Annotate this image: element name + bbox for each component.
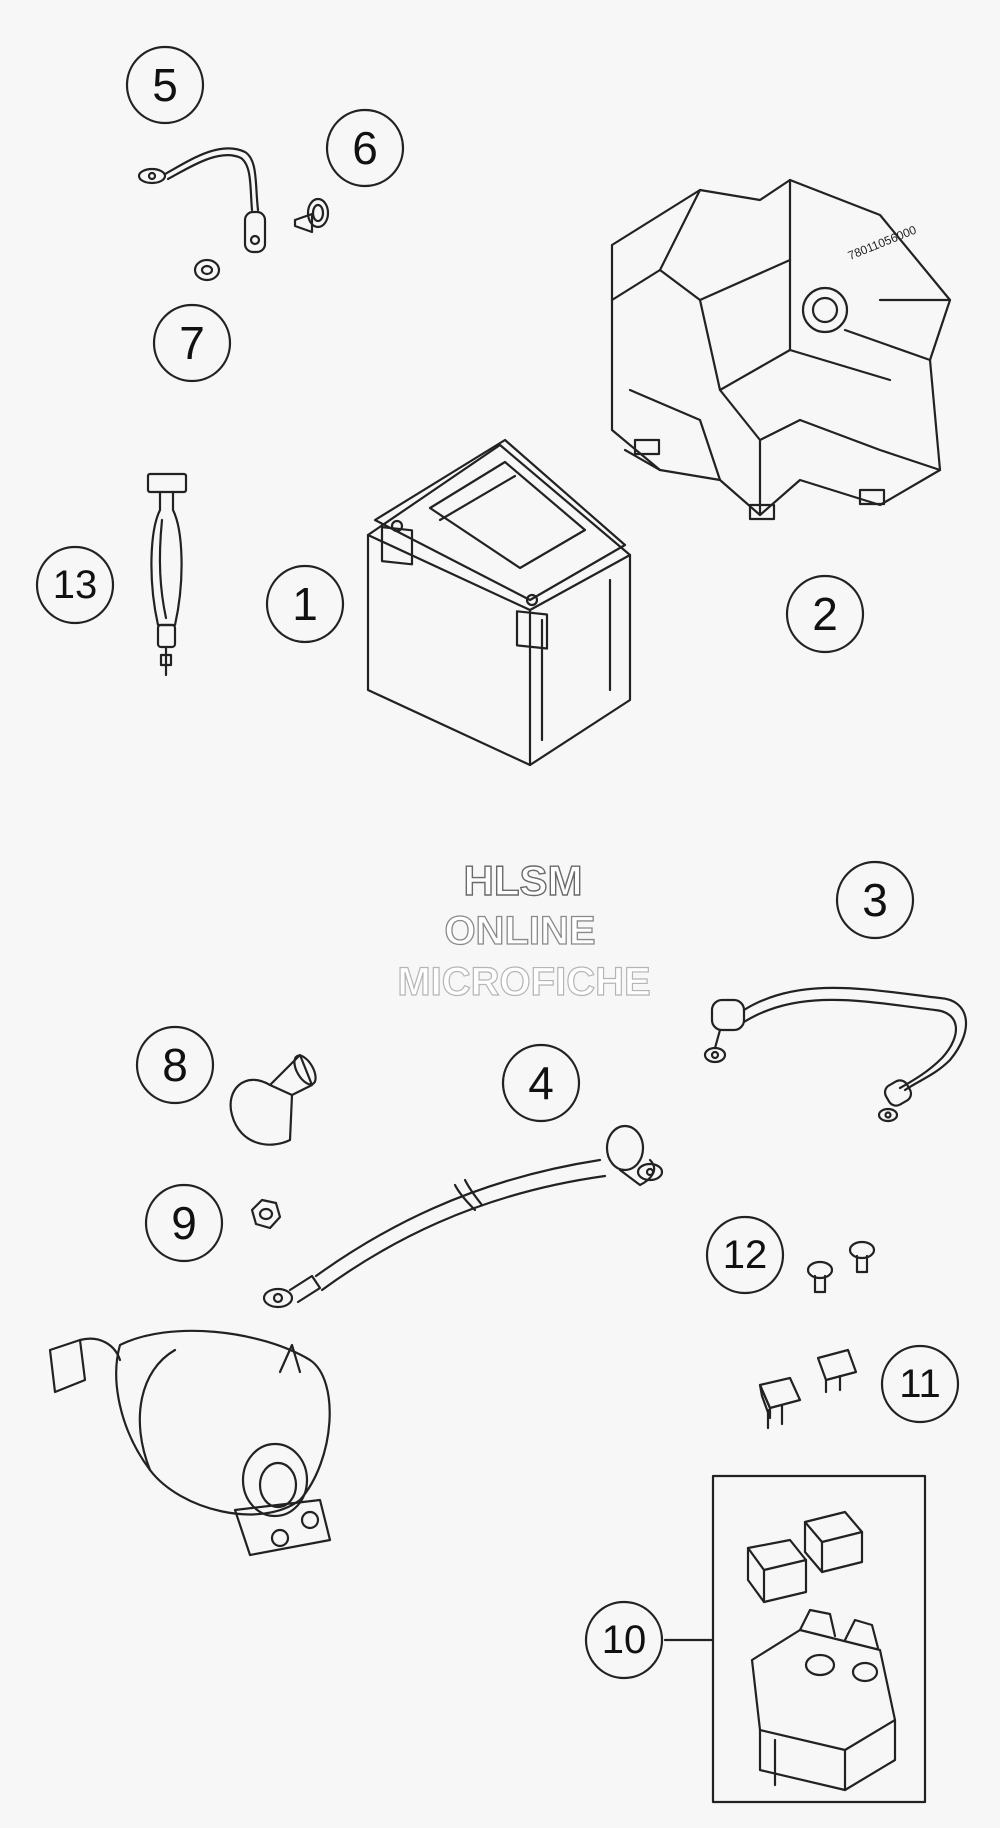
watermark-line-1: HLSM [464,857,583,904]
callout-circle-12 [705,1215,785,1295]
callout-4: 4 [528,1057,554,1109]
callout-9: 9 [171,1197,197,1249]
callout-circle-10 [584,1600,664,1680]
watermark-line-2: ONLINE [444,909,595,953]
part-4-starter-cable [262,1124,664,1309]
callout-circle-6 [325,108,405,188]
part-13-fuse-puller [146,472,188,677]
callout-circle-1 [265,564,345,644]
part-5-ground-cable [137,147,267,254]
callout-circle-11 [880,1344,960,1424]
callout-1: 1 [292,578,318,630]
callout-10: 10 [602,1618,647,1662]
callout-circle-13 [35,545,115,625]
callout-circle-8 [135,1025,215,1105]
part-11-fuses [758,1348,858,1430]
watermark-line-3: MICROFICHE [397,960,650,1004]
callout-circle-2 [785,574,865,654]
callout-6: 6 [352,122,378,174]
callout-3: 3 [862,874,888,926]
callout-circle-3 [835,860,915,940]
part-7-washer [193,258,221,282]
callout-8: 8 [162,1039,188,1091]
callout-circle-4 [501,1043,581,1123]
part-8-rubber-cap [229,1053,317,1146]
starter-motor [48,1329,332,1557]
part-1-battery [366,438,632,767]
part-3-battery-cable [703,986,968,1123]
callouts [35,45,960,1680]
callout-13: 13 [53,563,98,607]
callout-circle-5 [125,45,205,125]
callout-circle-9 [144,1183,224,1263]
callout-7: 7 [179,317,205,369]
part-10-starter-relay [663,1474,927,1804]
part-9-nut [250,1198,282,1230]
callout-2: 2 [812,588,838,640]
part-2-battery-box: 78011056000 [610,178,952,521]
callout-12: 12 [723,1233,768,1277]
watermark: HLSM ONLINE MICROFICHE [397,856,652,1004]
part-12-screws [806,1240,876,1294]
part-6-screw [293,197,330,234]
callout-5: 5 [152,59,178,111]
callout-11: 11 [899,1362,941,1406]
callout-circle-7 [152,303,232,383]
